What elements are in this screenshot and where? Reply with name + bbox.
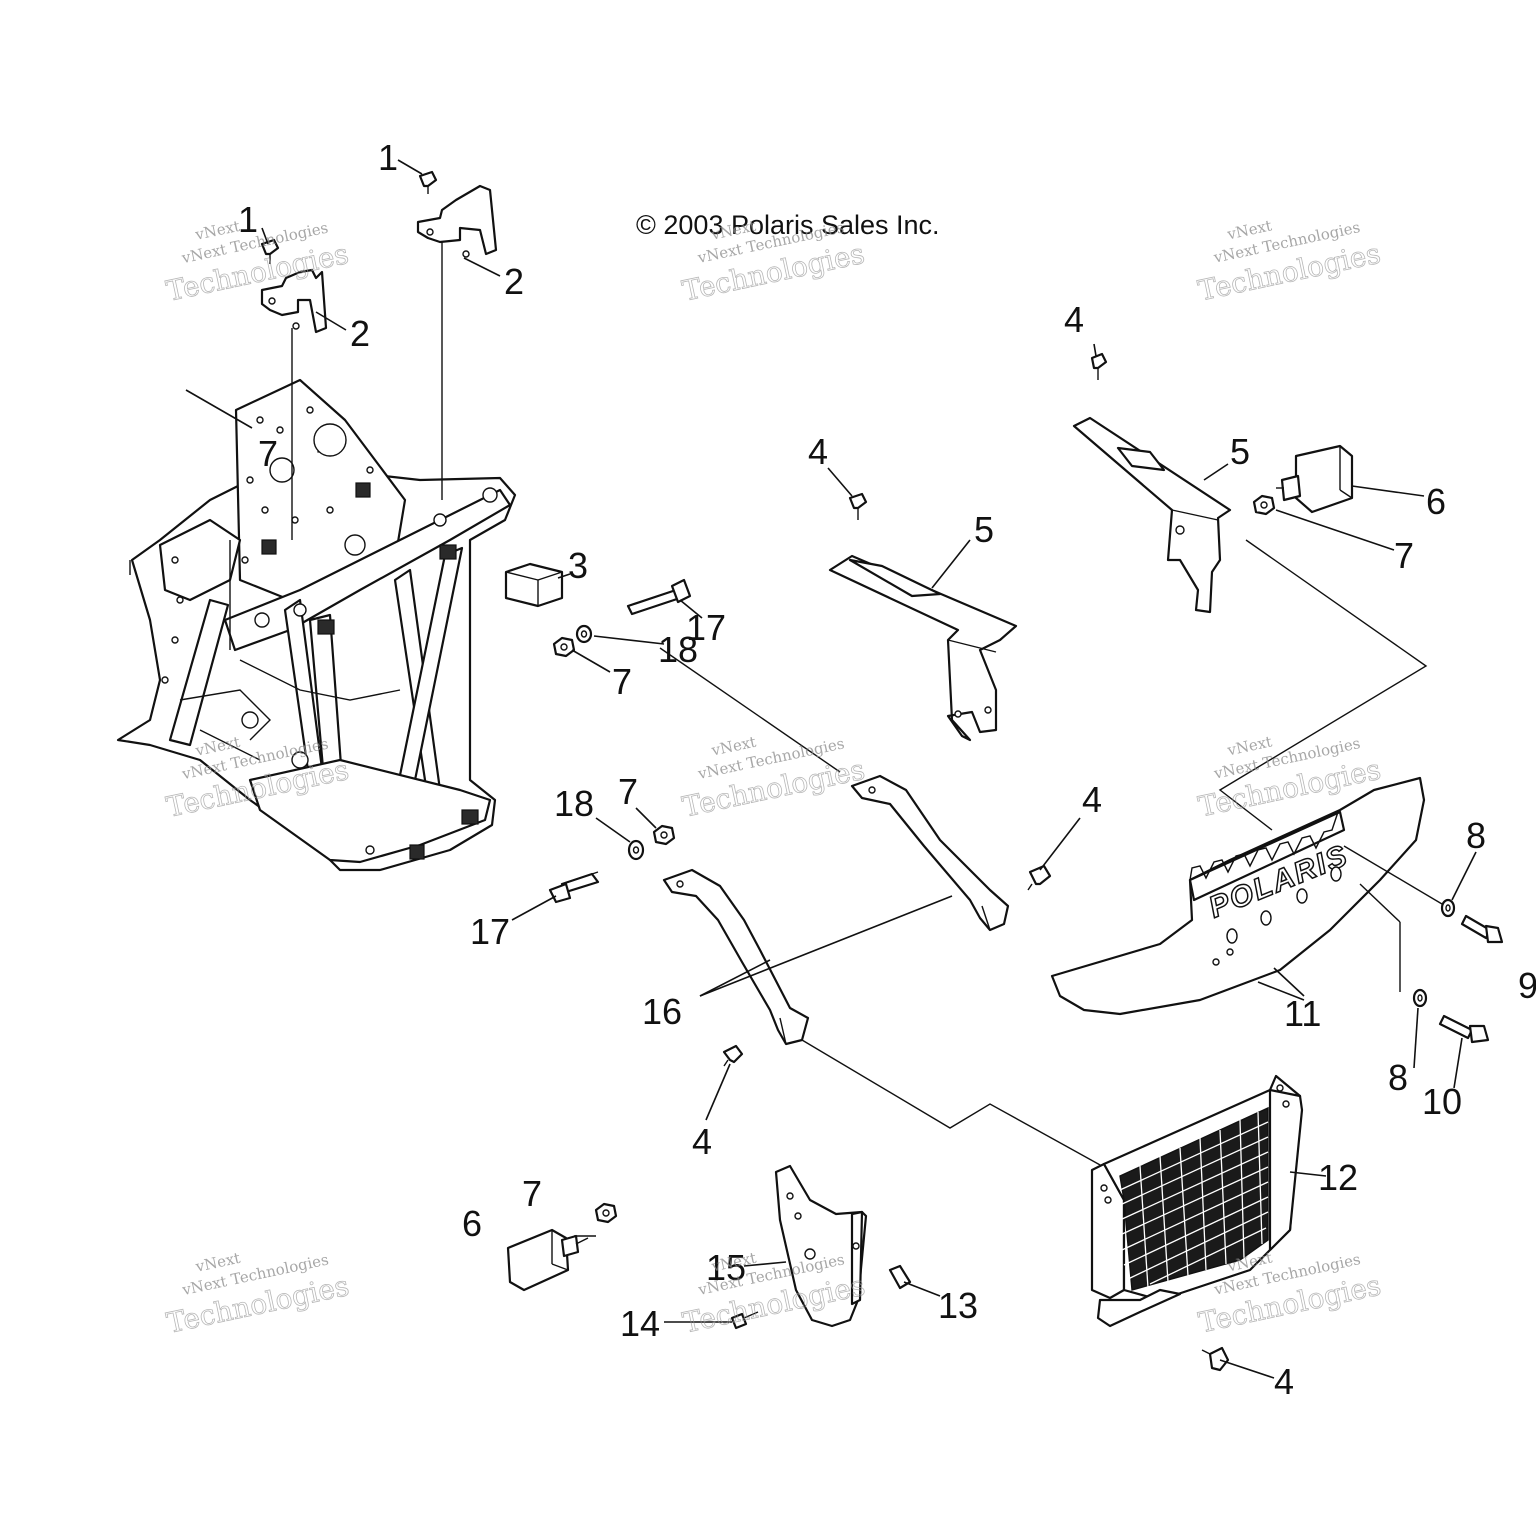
grille-mesh — [1119, 1111, 1269, 1289]
rubber-bumper-block — [504, 562, 564, 608]
support-arm-lower — [662, 868, 810, 1046]
bolt-lower — [548, 871, 600, 904]
callout-16: 16 — [642, 991, 682, 1032]
callout-2: 2 — [504, 261, 524, 302]
callout-14: 14 — [620, 1303, 660, 1344]
callout-7: 7 — [258, 433, 278, 474]
callout-4: 4 — [808, 431, 828, 472]
callout-15: 15 — [706, 1247, 746, 1288]
callout-1: 1 — [238, 199, 258, 240]
nut-upper — [552, 636, 576, 658]
push-rivet-4a — [1090, 352, 1108, 380]
leader-lines — [261, 159, 1477, 1379]
push-rivet-4d — [722, 1044, 744, 1067]
callout-18: 18 — [658, 629, 698, 670]
speed-clip — [888, 1264, 912, 1290]
washer-upper — [575, 624, 593, 644]
washer-lower — [627, 839, 645, 861]
callout-4: 4 — [692, 1121, 712, 1162]
callout-17: 17 — [470, 911, 510, 952]
front-bumper: POLARIS — [1050, 776, 1443, 1016]
callout-labels: 1 1 2 2 3 4 4 4 4 4 5 5 6 6 7 7 7 7 7 8 … — [238, 137, 1536, 1402]
callout-2: 2 — [350, 313, 370, 354]
watermark-5: vNext vNext Technologies Technologies — [679, 733, 868, 824]
nut-lower — [652, 824, 676, 846]
callout-18: 18 — [554, 783, 594, 824]
callout-7: 7 — [522, 1173, 542, 1214]
nut-lamp-lower — [594, 1202, 618, 1224]
callout-9: 9 — [1518, 965, 1536, 1006]
callout-11: 11 — [1284, 993, 1321, 1034]
callout-7: 7 — [1394, 535, 1414, 576]
callout-3: 3 — [568, 545, 588, 586]
callout-17: 17 — [686, 607, 726, 648]
bolt-9 — [1460, 914, 1504, 944]
lamp-upper — [1276, 444, 1354, 514]
callout-5: 5 — [1230, 431, 1250, 472]
callout-8: 8 — [1388, 1057, 1408, 1098]
mount-bracket-left — [260, 268, 328, 334]
callout-6: 6 — [462, 1203, 482, 1244]
bolt-upper — [626, 578, 692, 616]
mount-bracket-right — [416, 184, 498, 258]
front-grille — [1090, 1074, 1304, 1328]
support-bracket-center — [828, 554, 1018, 742]
callout-10: 10 — [1422, 1081, 1462, 1122]
push-rivet-4e — [1201, 1346, 1230, 1372]
push-rivet-1b — [260, 238, 280, 264]
callout-7: 7 — [618, 771, 638, 812]
lamp-lower — [506, 1228, 589, 1292]
bolt-10 — [1438, 1014, 1490, 1044]
callout-4: 4 — [1274, 1361, 1294, 1402]
screw — [730, 1311, 759, 1330]
support-bracket-right — [1072, 416, 1232, 614]
callout-6: 6 — [1426, 481, 1446, 522]
nut-lamp-upper — [1252, 494, 1276, 516]
watermark-3: vNext vNext Technologies Technologies — [1195, 216, 1384, 307]
callout-12: 12 — [1318, 1157, 1358, 1198]
washer-8-upper — [1440, 898, 1456, 918]
callout-4: 4 — [1082, 779, 1102, 820]
callout-5: 5 — [974, 509, 994, 550]
washer-8-lower — [1412, 988, 1428, 1008]
callout-1: 1 — [378, 137, 398, 178]
watermark-7: vNext vNext Technologies Technologies — [163, 1249, 352, 1340]
push-rivet-4c — [1027, 864, 1052, 891]
push-rivet-4b — [848, 492, 868, 520]
push-rivet-1a — [418, 170, 438, 194]
callout-13: 13 — [938, 1285, 978, 1326]
callout-4: 4 — [1064, 299, 1084, 340]
support-arm-upper — [850, 774, 1010, 932]
callout-7: 7 — [612, 661, 632, 702]
front-frame-assembly — [116, 378, 517, 872]
callout-8: 8 — [1466, 815, 1486, 856]
mounting-plate — [774, 1164, 868, 1328]
copyright-notice: © 2003 Polaris Sales Inc. — [636, 210, 940, 240]
